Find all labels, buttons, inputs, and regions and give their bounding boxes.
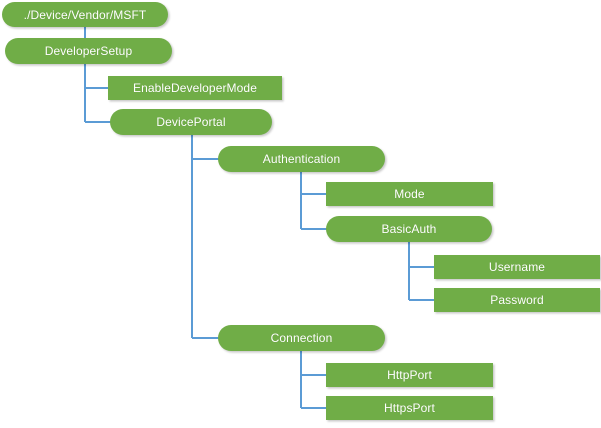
node-label-enabledevelopermode: EnableDeveloperMode: [133, 81, 257, 95]
connector-basicauth-to-username: [408, 242, 434, 268]
node-label-root: ./Device/Vendor/MSFT: [23, 7, 147, 22]
node-authentication[interactable]: Authentication: [218, 146, 385, 172]
node-developersetup[interactable]: DeveloperSetup: [5, 38, 172, 64]
node-password[interactable]: Password: [434, 288, 600, 312]
node-mode[interactable]: Mode: [326, 182, 493, 206]
node-label-authentication: Authentication: [262, 152, 341, 166]
node-label-httpsport: HttpsPort: [384, 401, 435, 415]
connector-authentication-to-basicauth: [300, 172, 328, 230]
connector-deviceportal-to-connection: [191, 135, 220, 339]
node-username[interactable]: Username: [434, 255, 600, 279]
node-label-mode: Mode: [394, 187, 425, 201]
node-httpport[interactable]: HttpPort: [326, 363, 493, 387]
node-label-basicauth: BasicAuth: [381, 222, 437, 236]
connector-developersetup-to-enabledevelopermode: [84, 64, 108, 89]
node-connection[interactable]: Connection: [218, 325, 385, 351]
connector-deviceportal-to-authentication: [191, 135, 220, 160]
connector-connection-to-httpsport: [300, 351, 326, 409]
node-enabledevelopermode[interactable]: EnableDeveloperMode: [108, 76, 282, 100]
connector-connection-to-httpport: [300, 351, 326, 376]
node-label-httpport: HttpPort: [387, 368, 432, 382]
connector-basicauth-to-password: [408, 242, 434, 301]
node-label-username: Username: [488, 260, 546, 274]
node-label-deviceportal: DevicePortal: [156, 115, 226, 129]
node-httpsport[interactable]: HttpsPort: [326, 396, 493, 420]
node-label-developersetup: DeveloperSetup: [44, 44, 133, 58]
node-deviceportal[interactable]: DevicePortal: [110, 109, 272, 135]
node-label-connection: Connection: [270, 331, 333, 345]
node-root[interactable]: ./Device/Vendor/MSFT: [2, 2, 168, 27]
node-label-password: Password: [490, 293, 544, 307]
connector-authentication-to-mode: [300, 172, 326, 195]
node-basicauth[interactable]: BasicAuth: [326, 216, 492, 242]
